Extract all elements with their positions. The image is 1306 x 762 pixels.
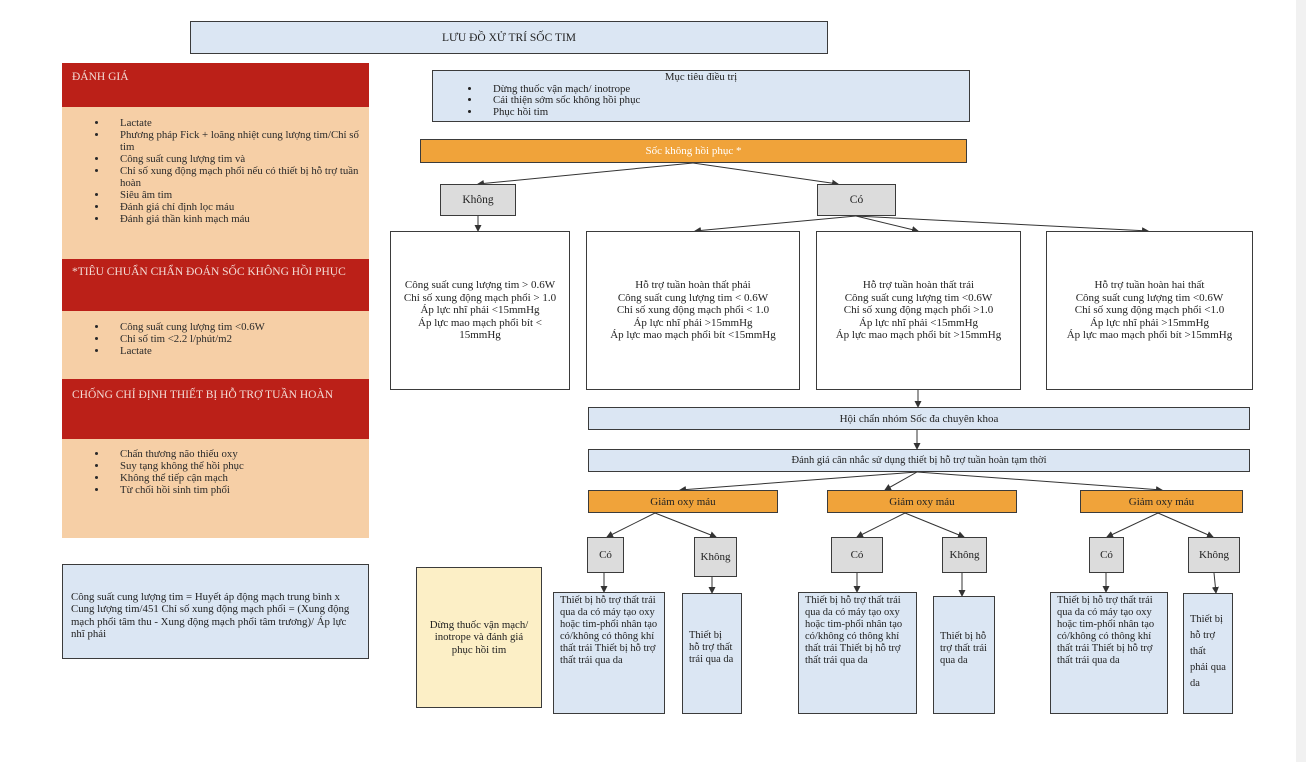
no-shock-criteria-box: Công suất cung lượng tim > 0.6W Chỉ số x… (390, 231, 570, 390)
outcome-no-box-2: Thiết bị hỗ trợ thất trái qua da (933, 596, 995, 714)
assessment-item: Đánh giá thần kinh mạch máu (108, 213, 369, 225)
hypoxia-text-2: Giảm oxy máu (889, 495, 955, 508)
vertical-scrollbar[interactable] (1296, 0, 1306, 762)
objectives-title: Mục tiêu điều trị (664, 71, 738, 83)
contraindication-item: Suy tạng không thể hồi phục (108, 460, 369, 472)
branch-biventricle-text: Hỗ trợ tuần hoàn hai thất Công suất cung… (1066, 279, 1233, 342)
outcome-yes-text-3: Thiết bị hỗ trợ thất trái qua da có máy … (1057, 595, 1155, 666)
decision-no-text: Không (462, 194, 494, 206)
contraindication-header-text: CHỐNG CHỈ ĐỊNH THIẾT BỊ HỖ TRỢ TUẦN HOÀN (72, 389, 334, 401)
hypoxia-no-box-2: Không (942, 537, 987, 573)
outcome-no-box-3: Thiết bị hỗ trợ thất phải qua da (1183, 593, 1233, 714)
formula-box: Công suất cung lượng tim = Huyết áp động… (62, 564, 369, 659)
assessment-item: Lactate (108, 117, 369, 129)
hypoxia-yes-text-3: Có (1100, 549, 1113, 561)
branch-left-ventricle-text: Hỗ trợ tuần hoàn thất trái Công suất cun… (835, 279, 1002, 342)
hypoxia-box-2: Giảm oxy máu (827, 490, 1017, 513)
hypoxia-no-box-1: Không (694, 537, 737, 577)
objectives-list: Dừng thuốc vận mạch/ inotropeCải thiện s… (433, 83, 969, 119)
criteria-header-text: *TIÊU CHUẨN CHẨN ĐOÁN SỐC KHÔNG HỒI PHỤC (72, 266, 346, 278)
outcome-no-text-2: Thiết bị hỗ trợ thất trái qua da (940, 631, 987, 666)
assessment-item: Phương pháp Fick + loãng nhiệt cung lượn… (108, 129, 369, 153)
objective-item: Dừng thuốc vận mạch/ inotrope (481, 83, 969, 96)
assessment-header-text: ĐÁNH GIÁ (72, 71, 129, 83)
hypoxia-yes-box-3: Có (1089, 537, 1124, 573)
left-info-panel: ĐÁNH GIÁ LactatePhương pháp Fick + loãng… (62, 63, 369, 538)
stop-vasopressor-text: Dừng thuốc vận mạch/ inotrope và đánh gi… (429, 618, 529, 656)
hypoxia-text-3: Giảm oxy máu (1128, 495, 1195, 508)
criteria-item: Lactate (108, 345, 369, 357)
decision-no-box: Không (440, 184, 516, 216)
formula-text: Công suất cung lượng tim = Huyết áp động… (71, 590, 350, 641)
contraindication-header: CHỐNG CHỈ ĐỊNH THIẾT BỊ HỖ TRỢ TUẦN HOÀN (62, 379, 369, 439)
criteria-item: Chỉ số tim <2.2 l/phút/m2 (108, 333, 369, 345)
objective-item: Cải thiện sớm sốc không hồi phục (481, 94, 969, 107)
decision-yes-box: Có (817, 184, 896, 216)
consult-box: Hội chẩn nhóm Sốc đa chuyên khoa (588, 407, 1250, 430)
criteria-item: Công suất cung lượng tim <0.6W (108, 321, 369, 333)
evaluate-device-text: Đánh giá cân nhắc sử dụng thiết bị hỗ tr… (791, 455, 1047, 466)
assessment-item: Siêu âm tim (108, 189, 369, 201)
hypoxia-no-text-3: Không (1199, 549, 1229, 561)
hypoxia-no-box-3: Không (1188, 537, 1240, 573)
assessment-item: Công suất cung lượng tim và (108, 153, 369, 165)
hypoxia-no-text-2: Không (949, 549, 980, 561)
consult-text: Hội chẩn nhóm Sốc đa chuyên khoa (839, 412, 999, 425)
outcome-yes-box-3: Thiết bị hỗ trợ thất trái qua da có máy … (1050, 592, 1168, 714)
hypoxia-text-1: Giảm oxy máu (650, 495, 716, 508)
criteria-header: *TIÊU CHUẨN CHẨN ĐOÁN SỐC KHÔNG HỒI PHỤC (62, 259, 369, 311)
outcome-no-text-1: Thiết bị hỗ trợ thất trái qua da (689, 630, 734, 665)
branch-right-ventricle-text: Hỗ trợ tuần hoàn thất phải Công suất cun… (610, 279, 776, 342)
contraindication-list: Chấn thương não thiếu oxySuy tạng không … (62, 448, 369, 496)
contraindication-item: Chấn thương não thiếu oxy (108, 448, 369, 460)
hypoxia-no-text-1: Không (700, 551, 731, 563)
assessment-item: Chỉ số xung động mạch phổi nếu có thiết … (108, 165, 369, 189)
refractory-shock-box: Sốc không hồi phục * (420, 139, 967, 163)
outcome-no-box-1: Thiết bị hỗ trợ thất trái qua da (682, 593, 742, 714)
outcome-yes-text-2: Thiết bị hỗ trợ thất trái qua da có máy … (805, 595, 903, 666)
branch-left-ventricle-box: Hỗ trợ tuần hoàn thất trái Công suất cun… (816, 231, 1021, 390)
contraindication-section: Chấn thương não thiếu oxySuy tạng không … (62, 439, 369, 538)
assessment-item: Đánh giá chỉ định lọc máu (108, 201, 369, 213)
hypoxia-yes-text-1: Có (599, 549, 612, 561)
refractory-shock-text: Sốc không hồi phục * (645, 145, 742, 157)
hypoxia-box-3: Giảm oxy máu (1080, 490, 1243, 513)
outcome-yes-box-2: Thiết bị hỗ trợ thất trái qua da có máy … (798, 592, 917, 714)
page-title-text: LƯU ĐỒ XỬ TRÍ SỐC TIM (441, 31, 577, 44)
page-title: LƯU ĐỒ XỬ TRÍ SỐC TIM (190, 21, 828, 54)
branch-biventricle-box: Hỗ trợ tuần hoàn hai thất Công suất cung… (1046, 231, 1253, 390)
outcome-yes-text-1: Thiết bị hỗ trợ thất trái qua da có máy … (560, 595, 658, 666)
decision-yes-text: Có (849, 194, 864, 206)
hypoxia-box-1: Giảm oxy máu (588, 490, 778, 513)
hypoxia-yes-box-1: Có (587, 537, 624, 573)
assessment-list: LactatePhương pháp Fick + loãng nhiệt cu… (62, 117, 369, 225)
stop-vasopressor-box: Dừng thuốc vận mạch/ inotrope và đánh gi… (416, 567, 542, 708)
contraindication-item: Không thể tiếp cận mạch (108, 472, 369, 484)
hypoxia-yes-text-2: Có (850, 549, 864, 561)
objective-item: Phục hồi tim (481, 106, 969, 119)
no-shock-criteria-text: Công suất cung lượng tim > 0.6W Chỉ số x… (403, 279, 557, 342)
evaluate-device-box: Đánh giá cân nhắc sử dụng thiết bị hỗ tr… (588, 449, 1250, 472)
outcome-yes-box-1: Thiết bị hỗ trợ thất trái qua da có máy … (553, 592, 665, 714)
branch-right-ventricle-box: Hỗ trợ tuần hoàn thất phải Công suất cun… (586, 231, 800, 390)
assessment-section: LactatePhương pháp Fick + loãng nhiệt cu… (62, 107, 369, 259)
outcome-no-text-3: Thiết bị hỗ trợ thất phải qua da (1190, 614, 1226, 689)
objectives-box: Mục tiêu điều trị Dừng thuốc vận mạch/ i… (432, 70, 970, 122)
assessment-header: ĐÁNH GIÁ (62, 63, 369, 107)
contraindication-item: Từ chối hồi sinh tim phổi (108, 484, 369, 496)
hypoxia-yes-box-2: Có (831, 537, 883, 573)
